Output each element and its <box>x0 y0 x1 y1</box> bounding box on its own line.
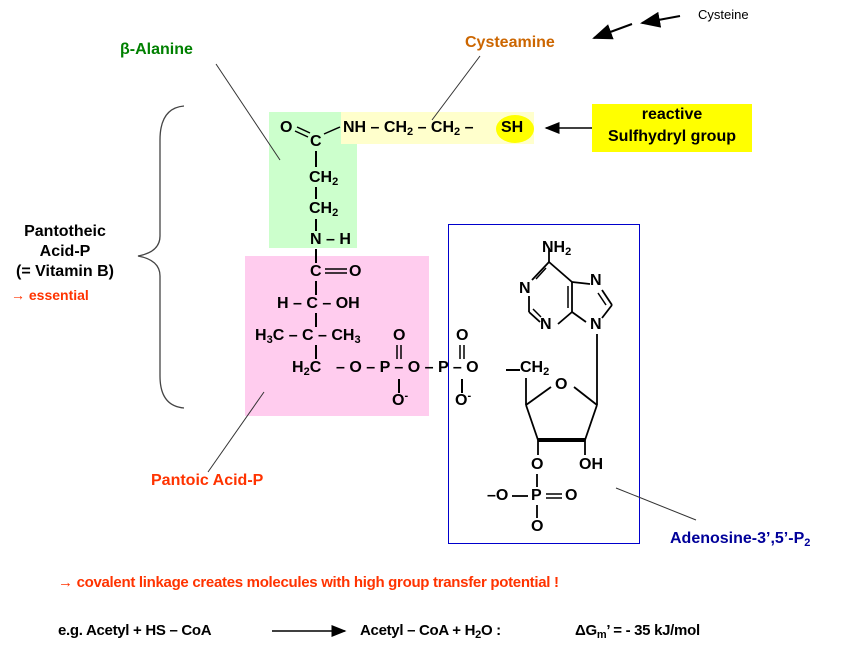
conclusion-text: → covalent linkage creates molecules wit… <box>58 574 559 591</box>
pantotheic-brace <box>137 105 185 409</box>
phosphate3-bottom-o: O <box>531 518 544 535</box>
equation-reactants: e.g. Acetyl + HS – CoA <box>58 622 212 639</box>
ribose-3-o: O <box>531 456 544 473</box>
adenosine-label: Adenosine-3’,5’-P2 <box>670 530 811 549</box>
pantotheic-line2: Acid-P <box>39 243 91 260</box>
delta-g-value: ΔGm’ = - 35 kJ/mol <box>575 622 700 641</box>
beta-alanine-leader <box>215 63 281 161</box>
adenosine-leader <box>615 487 697 521</box>
reactive-label-line1: reactive <box>641 106 703 123</box>
sulfhydryl-sh: SH <box>501 119 524 136</box>
ribose-2-oh: OH <box>579 456 603 473</box>
phosphate1-top-o: O <box>393 327 406 344</box>
phosphate3-neg-o: –O <box>487 487 509 504</box>
essential-label: → essential <box>11 287 89 303</box>
phosphate3-p: P <box>531 487 542 504</box>
beta-alanine-label: β-Alanine <box>120 41 193 58</box>
reactive-label-line2: Sulfhydryl group <box>608 128 736 145</box>
pantotheic-acid-label: Pantotheic Acid-P (= Vitamin B) <box>0 222 130 282</box>
beta-ch2-1: CH2 <box>309 169 339 188</box>
adenine-n7: N <box>590 272 602 289</box>
cysteamine-chain: NH – CH2 – CH2 – <box>343 119 474 138</box>
beta-ch2-2: CH2 <box>309 200 339 219</box>
h-c-oh: H – C – OH <box>277 295 360 312</box>
cysteine-arrow-2 <box>592 23 633 40</box>
h3c-c-ch3: H3C – C – CH3 <box>255 327 361 346</box>
cysteine-label: Cysteine <box>698 7 749 22</box>
adenine-n9: N <box>590 316 602 333</box>
phosphate2-top-o: O <box>456 327 469 344</box>
pantoic-o: O <box>349 263 362 280</box>
sulfhydryl-highlight <box>496 115 534 143</box>
pantotheic-line3: (= Vitamin B) <box>16 263 114 280</box>
adenosine-box <box>448 224 640 544</box>
adenine-n3: N <box>540 316 552 333</box>
phosphate3-double-o: O <box>565 487 578 504</box>
h2c: H2C <box>292 359 322 378</box>
ribose-ch2: CH2 <box>520 359 550 378</box>
adenine-n1: N <box>519 280 531 297</box>
reactive-sulfhydryl-label: reactive Sulfhydryl group <box>592 104 752 148</box>
ribose-ring-o: O <box>555 376 568 393</box>
cysteamine-leader <box>431 55 481 121</box>
atom-carbonyl-c: C <box>310 133 322 150</box>
phosphate1-bottom-o: O- <box>392 390 409 410</box>
pyrophosphate-chain: – O – P – O – P – O <box>336 359 479 376</box>
pantoic-leader <box>207 391 265 473</box>
pantoic-acid-label: Pantoic Acid-P <box>151 472 264 489</box>
adenosine-text: Adenosine-3’,5’-P <box>670 530 805 547</box>
cysteine-arrow-1 <box>640 11 681 28</box>
adenine-nh2: NH2 <box>542 239 572 258</box>
phosphate2-bottom-o: O- <box>455 390 472 410</box>
amide-nh: N – H <box>310 231 351 248</box>
reactive-sulfhydryl-box <box>592 104 752 152</box>
equation-products: Acetyl – CoA + H2O : <box>360 622 501 641</box>
cysteamine-label: Cysteamine <box>465 34 555 51</box>
pantotheic-line1: Pantotheic <box>24 223 106 240</box>
atom-carbonyl-o: O <box>280 119 293 136</box>
adenosine-sub: 2 <box>804 537 811 549</box>
pantoic-c: C <box>310 263 322 280</box>
